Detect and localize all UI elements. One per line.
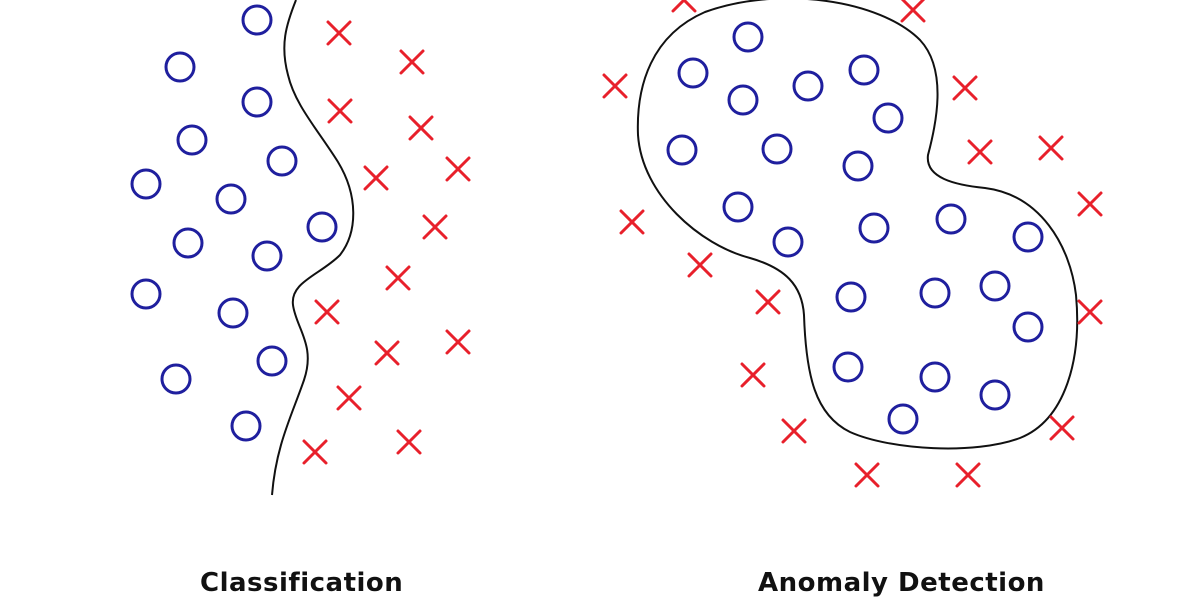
normal-point-circle: [919, 361, 951, 393]
anomaly-boundary-region: [636, 0, 1079, 450]
normal-point-circle: [215, 183, 247, 215]
classification-panel: [130, 0, 471, 496]
outlier-point-cross: [422, 214, 448, 240]
anomaly-detection-panel: [602, 0, 1103, 488]
outlier-point-cross: [755, 289, 781, 315]
outlier-point-cross: [408, 115, 434, 141]
normal-point-circle: [666, 134, 698, 166]
outlier-point-cross: [1077, 299, 1103, 325]
normal-point-circle: [130, 168, 162, 200]
normal-point-circle: [241, 86, 273, 118]
outlier-point-cross: [396, 429, 422, 455]
normal-point-circle: [727, 84, 759, 116]
outlier-point-cross: [854, 462, 880, 488]
outlier-point-cross: [445, 156, 471, 182]
outlier-point-cross: [955, 462, 981, 488]
outlier-point-cross: [1049, 415, 1075, 441]
outlier-point-cross: [740, 362, 766, 388]
normal-point-circle: [306, 211, 338, 243]
normal-point-circle: [935, 203, 967, 235]
normal-point-circle: [251, 240, 283, 272]
normal-point-circle: [848, 54, 880, 86]
outlier-point-cross: [336, 385, 362, 411]
normal-point-circle: [858, 212, 890, 244]
outlier-point-cross: [314, 299, 340, 325]
classification-title: Classification: [200, 568, 404, 598]
normal-point-circle: [164, 51, 196, 83]
outlier-point-cross: [900, 0, 926, 23]
normal-point-circle: [835, 281, 867, 313]
normal-point-circle: [872, 102, 904, 134]
normal-point-circle: [842, 150, 874, 182]
outlier-point-cross: [687, 252, 713, 278]
normal-point-circle: [979, 270, 1011, 302]
outlier-point-cross: [1038, 135, 1064, 161]
outlier-point-cross: [1077, 191, 1103, 217]
normal-point-circle: [172, 227, 204, 259]
outlier-point-cross: [445, 329, 471, 355]
normal-point-circle: [761, 133, 793, 165]
normal-point-circle: [256, 345, 288, 377]
normal-point-circle: [1012, 221, 1044, 253]
outlier-point-cross: [952, 75, 978, 101]
outlier-point-cross: [399, 49, 425, 75]
normal-point-circle: [266, 145, 298, 177]
outlier-point-cross: [374, 340, 400, 366]
normal-point-circle: [230, 410, 262, 442]
outlier-point-cross: [671, 0, 697, 13]
outlier-point-cross: [327, 98, 353, 124]
classification-boundary-curve: [271, 0, 355, 496]
outlier-point-cross: [619, 209, 645, 235]
normal-point-circle: [732, 21, 764, 53]
normal-point-circle: [979, 379, 1011, 411]
normal-point-circle: [1012, 311, 1044, 343]
outlier-point-cross: [602, 73, 628, 99]
outlier-point-cross: [781, 418, 807, 444]
normal-point-circle: [160, 363, 192, 395]
normal-point-circle: [887, 403, 919, 435]
outlier-point-cross: [326, 20, 352, 46]
normal-point-circle: [832, 351, 864, 383]
normal-point-circle: [677, 57, 709, 89]
anomaly-points: [602, 0, 1103, 488]
normal-point-circle: [176, 124, 208, 156]
normal-point-circle: [919, 277, 951, 309]
outlier-point-cross: [363, 165, 389, 191]
normal-point-circle: [217, 297, 249, 329]
normal-point-circle: [241, 4, 273, 36]
anomaly-detection-title: Anomaly Detection: [758, 568, 1045, 598]
normal-point-circle: [130, 278, 162, 310]
outlier-point-cross: [967, 139, 993, 165]
outlier-point-cross: [302, 439, 328, 465]
normal-point-circle: [722, 191, 754, 223]
classification-points: [130, 4, 471, 465]
normal-point-circle: [792, 70, 824, 102]
normal-point-circle: [772, 226, 804, 258]
outlier-point-cross: [385, 265, 411, 291]
